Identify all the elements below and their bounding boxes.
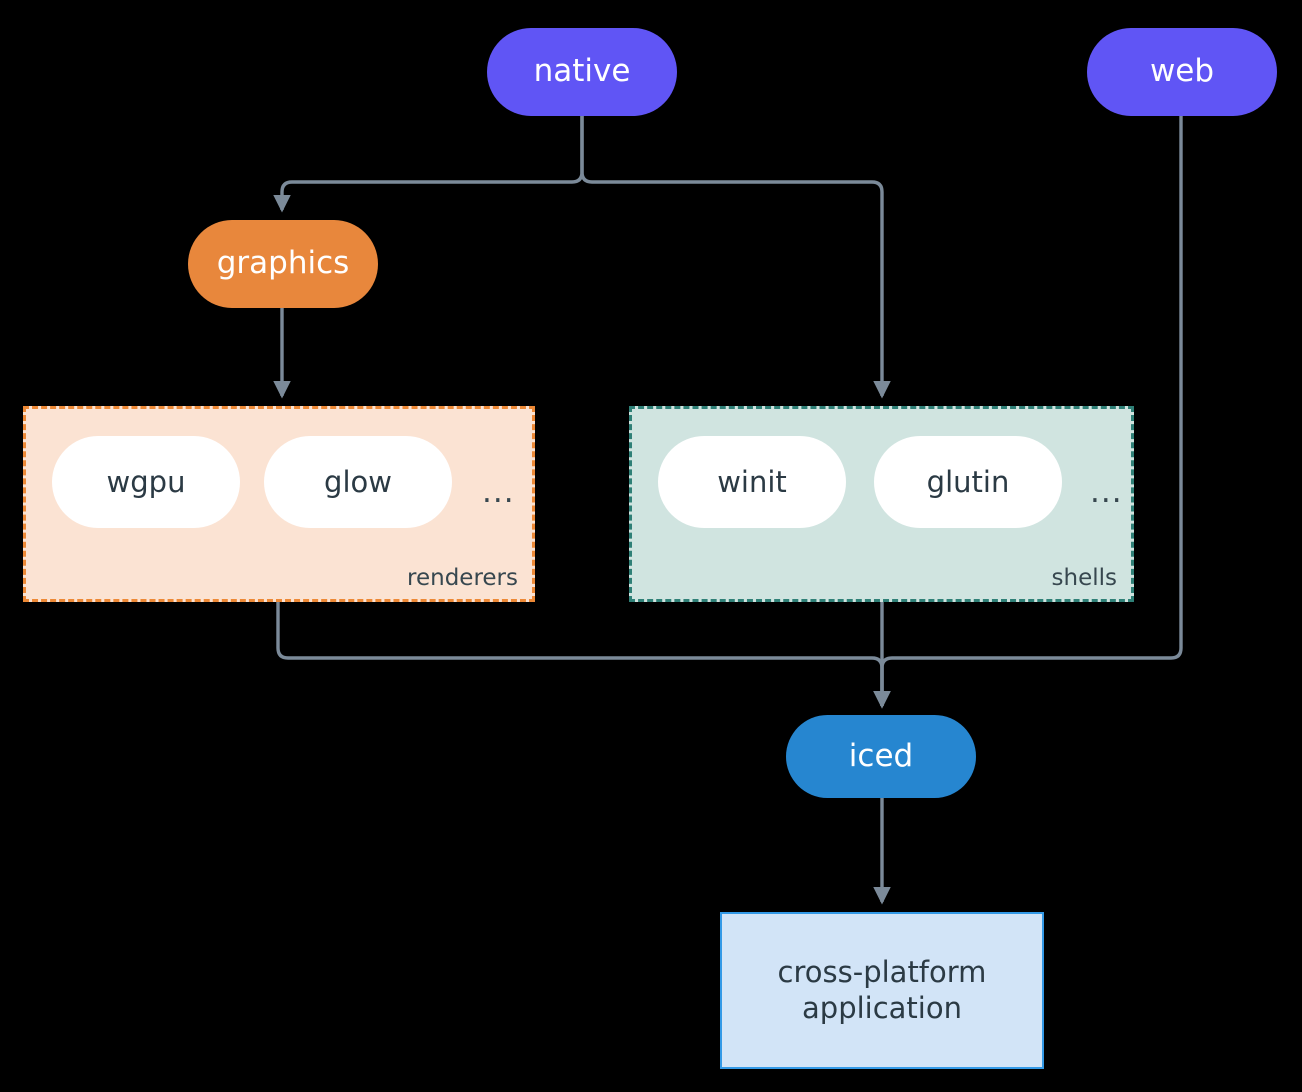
node-wgpu-label: wgpu [106, 465, 186, 499]
node-winit[interactable]: winit [658, 436, 846, 528]
edge-native-shells [580, 116, 891, 399]
node-glow-label: glow [324, 465, 392, 499]
node-web-label: web [1149, 53, 1215, 90]
node-iced[interactable]: iced [786, 715, 976, 798]
group-shells: winit glutin ... shells [629, 406, 1134, 602]
node-web[interactable]: web [1087, 28, 1277, 116]
edge-native-graphics [273, 116, 584, 213]
node-glow[interactable]: glow [264, 436, 452, 528]
node-native-label: native [533, 53, 631, 90]
group-renderers-label: renderers [407, 565, 518, 591]
node-application[interactable]: cross-platform application [720, 912, 1044, 1069]
node-graphics[interactable]: graphics [188, 220, 378, 308]
shells-more-ellipsis: ... [1090, 474, 1123, 510]
group-renderers: wgpu glow ... renderers [23, 406, 535, 602]
node-wgpu[interactable]: wgpu [52, 436, 240, 528]
group-shells-label: shells [1051, 565, 1117, 591]
node-application-label-line1: cross-platform [777, 955, 987, 990]
edge-renderers-iced [276, 602, 891, 709]
node-iced-label: iced [848, 737, 914, 774]
node-glutin[interactable]: glutin [874, 436, 1062, 528]
node-winit-label: winit [717, 465, 787, 499]
renderers-more-ellipsis: ... [482, 474, 515, 510]
node-native[interactable]: native [487, 28, 677, 116]
node-application-label-line2: application [802, 990, 962, 1025]
node-glutin-label: glutin [926, 465, 1010, 499]
node-graphics-label: graphics [216, 245, 350, 282]
